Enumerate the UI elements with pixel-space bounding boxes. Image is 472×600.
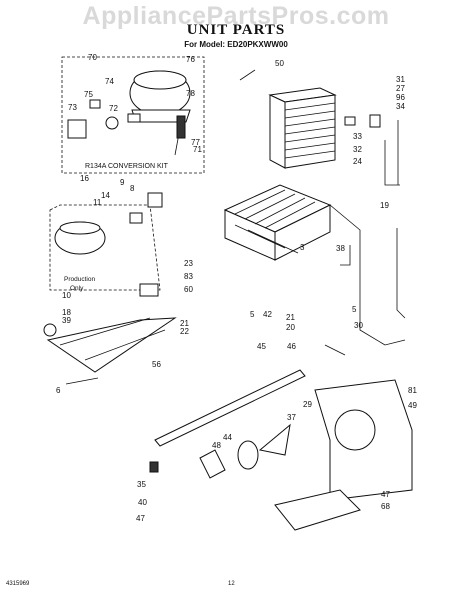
callout-76: 76 <box>186 55 195 64</box>
callout-60: 60 <box>184 285 193 294</box>
terminal-cover-shape <box>127 113 141 123</box>
callout-44: 44 <box>223 433 232 442</box>
callout-9: 9 <box>120 178 125 187</box>
callout-77: 77 <box>191 138 200 147</box>
callout-74: 74 <box>105 77 114 86</box>
shroud-opening <box>334 409 376 451</box>
fan-motor <box>237 440 259 470</box>
callout-50: 50 <box>275 59 284 68</box>
condenser-coil <box>223 184 332 261</box>
callout-39: 39 <box>62 316 71 325</box>
callout-33: 33 <box>353 132 362 141</box>
fan-blade <box>258 423 291 456</box>
conversion-kit-box <box>61 56 205 174</box>
callout-16: 16 <box>80 174 89 183</box>
callout-81: 81 <box>408 386 417 395</box>
callout-38: 38 <box>336 244 345 253</box>
bracket-shape <box>369 114 381 128</box>
clip-6 <box>65 377 99 385</box>
production-compressor-top <box>59 221 101 235</box>
callout-75: 75 <box>84 90 93 99</box>
callout-22: 22 <box>180 327 189 336</box>
base-rails <box>59 317 166 361</box>
callout-47: 47 <box>136 514 145 523</box>
drain-pan <box>274 489 361 531</box>
grommet-shape <box>105 116 119 130</box>
callout-18: 18 <box>62 308 71 317</box>
heater-harness <box>384 120 400 186</box>
callout-6: 6 <box>56 386 61 395</box>
callout-70: 70 <box>88 53 97 62</box>
overload-shape <box>89 99 101 109</box>
callout-49: 49 <box>408 401 417 410</box>
relay-shape <box>67 119 87 139</box>
grommet-39 <box>43 323 57 337</box>
production-label-2: Only <box>70 285 84 292</box>
callout-47: 47 <box>381 490 390 499</box>
callout-37: 37 <box>287 413 296 422</box>
page-number: 12 <box>228 581 235 587</box>
callout-20: 20 <box>286 323 295 332</box>
callout-96: 96 <box>396 93 405 102</box>
callout-72: 72 <box>109 104 118 113</box>
callout-14: 14 <box>101 191 110 200</box>
tube-23 <box>340 245 351 266</box>
drier-shape <box>176 115 186 139</box>
rail-45 <box>154 369 306 447</box>
base-frame <box>46 317 177 373</box>
discharge-tube <box>329 204 406 346</box>
callout-73: 73 <box>68 103 77 112</box>
relay-shape-2 <box>147 192 163 208</box>
tube-38 <box>396 228 406 319</box>
plug-35 <box>149 461 159 473</box>
callout-5: 5 <box>352 305 357 314</box>
callout-23: 23 <box>184 259 193 268</box>
callout-40: 40 <box>138 498 147 507</box>
callout-31: 31 <box>396 75 405 84</box>
doc-number: 4315969 <box>6 581 30 587</box>
evaporator-coil <box>268 87 337 169</box>
callout-56: 56 <box>152 360 161 369</box>
thermostat-shape <box>344 116 356 126</box>
callout-19: 19 <box>380 201 389 210</box>
model-subtitle: For Model: ED20PKXWW00 <box>184 40 288 49</box>
page-title: UNIT PARTS <box>186 22 286 38</box>
production-label-1: Production <box>64 276 95 283</box>
conversion-kit-label: R134A CONVERSION KIT <box>85 163 169 170</box>
callout-3: 3 <box>300 243 305 252</box>
production-box <box>49 204 161 291</box>
callout-35: 35 <box>137 480 146 489</box>
tube-50 <box>239 69 256 81</box>
callout-83: 83 <box>184 272 193 281</box>
callout-45: 45 <box>257 342 266 351</box>
clip-10 <box>139 283 159 297</box>
compressor-top <box>133 70 187 90</box>
callout-5: 5 <box>250 310 255 319</box>
callout-11: 11 <box>93 198 102 207</box>
callout-46: 46 <box>287 342 296 351</box>
callout-21: 21 <box>180 319 189 328</box>
callout-29: 29 <box>303 400 312 409</box>
callout-48: 48 <box>212 441 221 450</box>
callout-71: 71 <box>193 145 202 154</box>
callout-78: 78 <box>186 89 195 98</box>
callout-68: 68 <box>381 502 390 511</box>
overload-shape-2 <box>129 212 143 224</box>
callout-32: 32 <box>353 145 362 154</box>
callout-30: 30 <box>354 321 363 330</box>
callout-8: 8 <box>130 184 135 193</box>
callout-27: 27 <box>396 84 405 93</box>
callout-21: 21 <box>286 313 295 322</box>
tube-30 <box>324 344 346 356</box>
callout-42: 42 <box>263 310 272 319</box>
motor-bracket <box>199 449 226 479</box>
watermark: AppliancePartsPros.com <box>82 2 390 30</box>
callout-10: 10 <box>62 291 71 300</box>
callout-34: 34 <box>396 102 405 111</box>
callout-24: 24 <box>353 157 362 166</box>
